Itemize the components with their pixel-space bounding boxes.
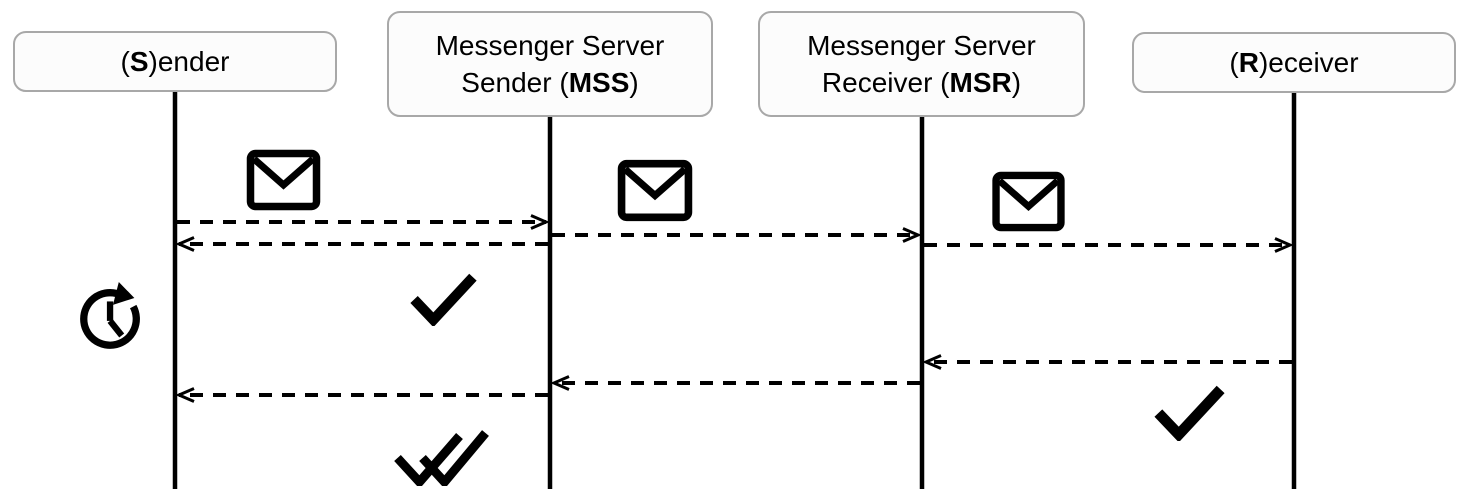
message-arrow-receipt-mss-to-sender [175,387,548,403]
envelope-icon [996,175,1061,227]
actor-label-line: Sender (MSS) [461,64,638,101]
actor-label-part: ( [1229,47,1239,78]
check-icon [1158,389,1220,434]
arrowhead [530,214,550,230]
actor-label-line: Messenger Server [436,27,665,64]
message-arrow-ack-mss-to-sender [175,236,548,252]
arrowhead [922,354,942,370]
actor-receiver: (R)eceiver [1132,32,1456,93]
actor-label-part: ( [120,46,130,77]
actor-label-part: )eceiver [1258,47,1359,78]
envelope-icon [251,154,317,207]
actor-label-bold: MSR [949,67,1012,98]
actor-label-line: Messenger Server [807,27,1036,64]
actor-label-part: Sender ( [461,67,569,98]
message-arrow-message-mss-to-msr [552,227,922,243]
actor-label-line: (R)eceiver [1229,44,1358,81]
message-arrow-ack-receiver-to-msr [922,354,1292,370]
message-arrow-ack-msr-to-mss [550,375,920,391]
arrowhead [902,227,922,243]
actor-label-part: Messenger Server [807,30,1036,61]
actor-sender: (S)ender [13,31,337,92]
double-check-icon [398,433,486,482]
actor-label-part: ) [629,67,639,98]
message-arrow-message-msr-to-receiver [924,237,1294,253]
actor-label-part: Receiver ( [821,67,950,98]
message-arrow-message-sender-to-mss [177,214,550,230]
arrowhead [550,375,570,391]
actor-label-part: Messenger Server [435,30,665,61]
actor-label-bold: S [129,46,149,77]
actor-label-part: )ender [148,46,230,77]
arrowhead [1274,237,1294,253]
actor-label-bold: MSS [568,67,630,98]
envelope-icon [622,164,689,218]
actor-label-part: ) [1011,67,1022,98]
arrowhead [175,387,195,403]
check-icon [414,277,473,320]
clock-pending-icon [84,282,137,345]
arrowhead [175,236,195,252]
actor-label-line: (S)ender [121,43,230,80]
actor-label-bold: R [1238,47,1259,78]
actor-label-line: Receiver (MSR) [822,64,1021,101]
